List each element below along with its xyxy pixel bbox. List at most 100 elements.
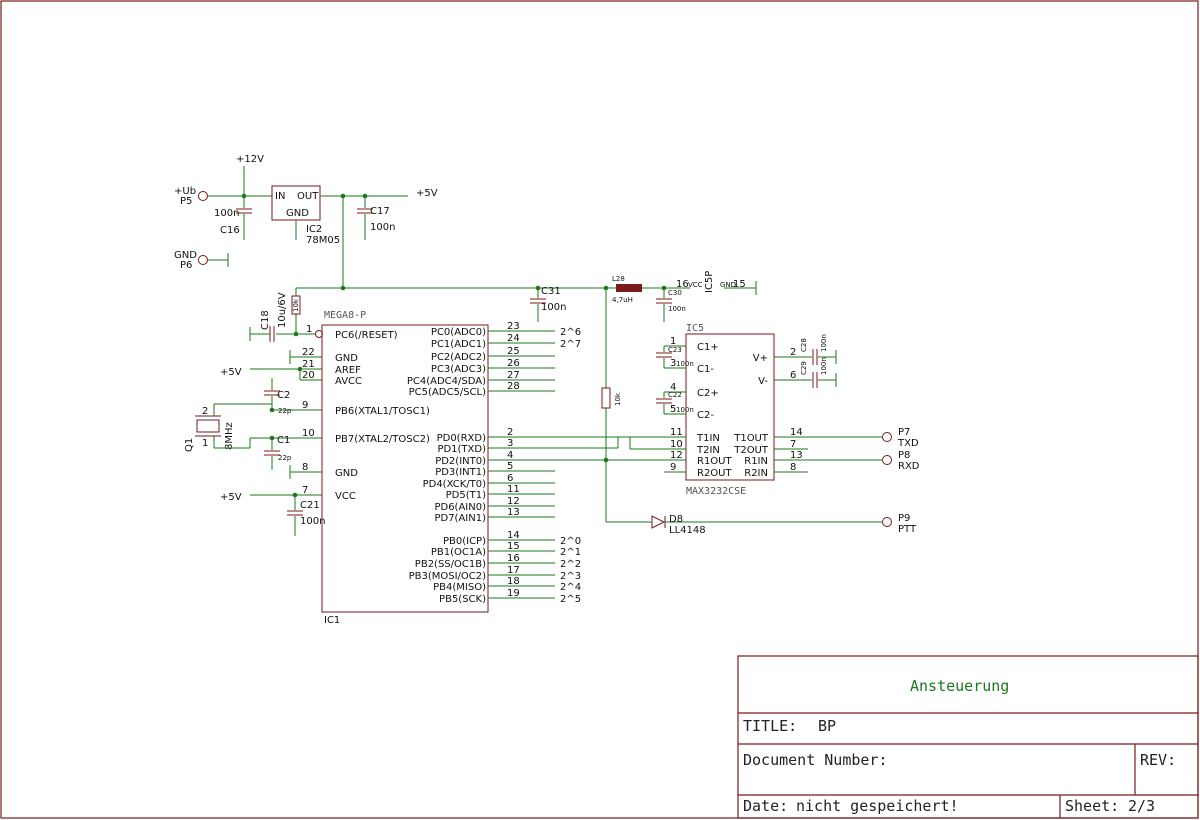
- ic5-vcc: VCC: [688, 281, 703, 289]
- c21-value: 100n: [300, 516, 325, 527]
- ic1-pin-label: PB7(XTAL2/TOSC2): [335, 434, 430, 445]
- ic5-pin-label: V-: [758, 376, 768, 387]
- ic1-pin-label: AVCC: [335, 376, 362, 387]
- ic5-gnd: GND: [720, 281, 736, 289]
- p9-ref: P9: [898, 513, 910, 524]
- d8-ref: D8: [669, 514, 683, 525]
- ic1-pin-label: PD5(T1): [446, 490, 486, 501]
- ic5-pin-number: 6: [790, 370, 796, 381]
- docnum-label: Document Number:: [743, 751, 888, 769]
- ic1-pin-label: PB4(MISO): [433, 582, 486, 593]
- ic1-pin-label: PB6(XTAL1/TOSC1): [335, 406, 430, 417]
- ic5-pin-number: 7: [790, 439, 796, 450]
- c28-value: 100n: [820, 334, 828, 352]
- c23-value: 100n: [676, 360, 694, 368]
- ic5-ref: IC5: [686, 323, 704, 334]
- ic5-pin-number: 9: [670, 462, 676, 473]
- ic1-pin-number: 19: [507, 588, 520, 599]
- ic1-ref: IC1: [324, 615, 340, 626]
- ic1-pin-label: PC1(ADC1): [431, 339, 486, 350]
- ic5-pin-number: 1: [670, 336, 676, 347]
- ic1-net-label: 2^3: [560, 571, 581, 582]
- l28-value: 4,7uH: [612, 296, 633, 304]
- ic1-pin-label: PC2(ADC2): [431, 352, 486, 363]
- v5-label-top: +5V: [416, 188, 438, 199]
- ic2-gnd: GND: [286, 208, 309, 219]
- connector-p5: [198, 191, 208, 201]
- ic1-pin-label: PC5(ADC5/SCL): [409, 387, 486, 398]
- ic1-pin-number: 12: [507, 496, 520, 507]
- sheet-label: Sheet:: [1065, 797, 1119, 815]
- c1-ref: C1: [277, 435, 290, 446]
- ic1-body: [321, 324, 489, 613]
- q1-pin1: 1: [202, 438, 208, 449]
- ic5-pin-label: R2IN: [744, 468, 768, 479]
- p7-name: TXD: [897, 438, 919, 449]
- c17-ref: C17: [370, 206, 390, 217]
- ic1-pin-label: PD6(AIN0): [434, 502, 486, 513]
- ic1-pin-label: PB2(SS/OC1B): [415, 559, 486, 570]
- ic5-pin-label: C2+: [697, 388, 719, 399]
- ic5-pin-label: C2-: [697, 410, 714, 421]
- ic1-pin1-num: 1: [306, 324, 312, 335]
- ic1-pin-label: GND: [335, 353, 358, 364]
- ic1-pin-label: AREF: [335, 365, 361, 376]
- c1-value: 22p: [278, 454, 292, 462]
- q1-ref: Q1: [184, 438, 195, 452]
- v5-label-avcc: +5V: [220, 367, 242, 378]
- connector-p8: [882, 455, 892, 465]
- ic1-pin-number: 3: [507, 438, 513, 449]
- ic5-pin-label: T1OUT: [733, 433, 769, 444]
- p6-label: P6: [180, 260, 192, 271]
- ic1-pin-number: 24: [507, 333, 520, 344]
- ic5-pin-number: 2: [790, 347, 796, 358]
- ic2-ref: IC2: [306, 224, 322, 235]
- ic1-pin-label: PD1(TXD): [437, 444, 486, 455]
- ic5-pin-label: C1+: [697, 342, 719, 353]
- p9-name: PTT: [898, 524, 917, 535]
- ic1-net-label: 2^7: [560, 339, 581, 350]
- ub-label: +Ub: [174, 186, 196, 197]
- connector-p6: [198, 255, 208, 265]
- c21-ref: C21: [300, 500, 320, 511]
- ic1-pin-number: 6: [507, 473, 513, 484]
- ic1-pin-number: 11: [507, 484, 520, 495]
- q1-pin2: 2: [202, 406, 208, 417]
- p8-name: RXD: [898, 461, 920, 472]
- c18-ref: C18: [260, 310, 271, 330]
- ic5-pin-number: 13: [790, 450, 803, 461]
- ic1-net-label: 2^6: [560, 327, 581, 338]
- ic1-pin-number: 14: [507, 530, 520, 541]
- ic5-pin-label: R2OUT: [697, 468, 733, 479]
- uart-wiring: 10k D8 LL4148 P7 TXD P8 RXD P9 PTT: [520, 288, 920, 536]
- ic1-pin-number: 28: [507, 381, 520, 392]
- title-label: TITLE:: [743, 717, 797, 735]
- c30-value: 100n: [668, 305, 686, 313]
- inductor-l28: [616, 284, 642, 292]
- ic5-pin-number: 3: [670, 358, 676, 369]
- ic1-pin-label: PC4(ADC4/SDA): [407, 376, 486, 387]
- ic5-pin-label: R1OUT: [697, 456, 733, 467]
- ic1-net-label: 2^5: [560, 594, 581, 605]
- ic1-pin-number: 22: [302, 347, 315, 358]
- ic1-pin-number: 9: [302, 400, 308, 411]
- ic1-pin-label: GND: [335, 468, 358, 479]
- date-label: Date:: [743, 797, 788, 815]
- ic1-pin-number: 15: [507, 541, 520, 552]
- ic5-pin-number: 10: [670, 439, 683, 450]
- diode-d8: [651, 515, 666, 529]
- ic1-part: MEGA8-P: [324, 310, 366, 321]
- ic1-pin-label: PB0(ICP): [443, 536, 486, 547]
- c29-ref: C29: [800, 361, 808, 375]
- c31-value: 100n: [541, 302, 566, 313]
- ic1-pin-label: PD3(INT1): [435, 467, 486, 478]
- ic5-pin-number: 12: [670, 450, 683, 461]
- c17-value: 100n: [370, 222, 395, 233]
- p7-ref: P7: [898, 427, 910, 438]
- title-heading: Ansteuerung: [910, 677, 1009, 695]
- ic1-pin-number: 26: [507, 358, 520, 369]
- ic1-pin-number: 5: [507, 461, 513, 472]
- ic1-pin-number: 2: [507, 427, 513, 438]
